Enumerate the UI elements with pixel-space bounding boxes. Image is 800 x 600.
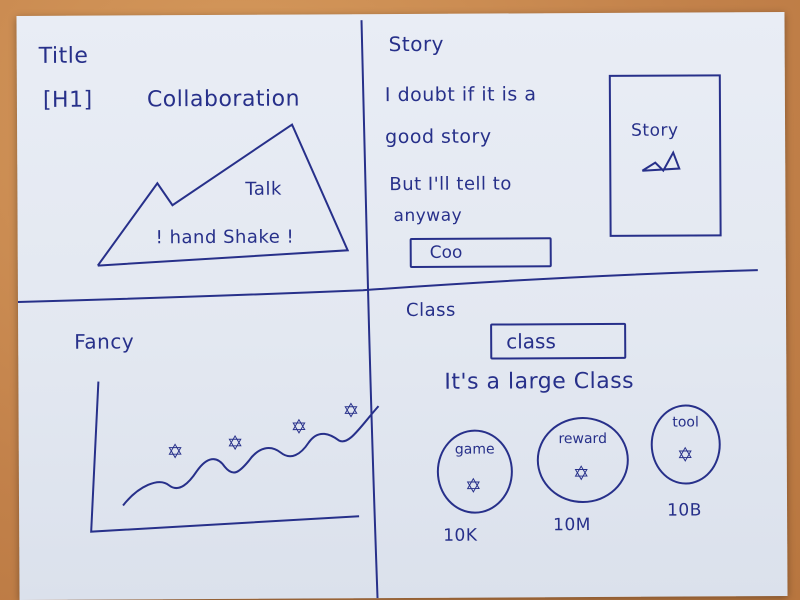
story-image-placeholder: Story — [608, 74, 722, 237]
star-of-david-icon: ✡ — [676, 442, 694, 467]
class-item-value: 10B — [667, 500, 702, 521]
class-item-value: 10K — [443, 525, 478, 546]
fancy-chart-axes — [90, 381, 360, 533]
story-panel-heading: Story — [388, 31, 445, 57]
class-item-game[interactable]: game ✡ — [436, 429, 514, 514]
class-item-tool[interactable]: tool ✡ — [650, 404, 721, 485]
class-button-label: class — [506, 329, 556, 354]
wireframe-sheet: Title [H1] Collaboration Talk ! hand Sha… — [16, 11, 788, 600]
star-of-david-icon: ✡ — [226, 430, 244, 455]
star-of-david-icon: ✡ — [290, 414, 308, 439]
star-of-david-icon: ✡ — [464, 473, 482, 498]
class-panel-heading: Class — [405, 299, 456, 321]
story-coo-button-label: Coo — [429, 242, 463, 263]
horizontal-divider — [17, 269, 758, 304]
class-subtitle: It's a large Class — [444, 368, 635, 395]
class-item-reward[interactable]: reward ✡ — [536, 416, 630, 504]
class-item-label: tool — [672, 414, 699, 431]
story-text-line-2: good story — [385, 125, 492, 149]
title-panel-heading: Title — [38, 43, 89, 69]
h1-tag: [H1] — [42, 87, 93, 113]
h1-collaboration-text: Collaboration — [146, 86, 301, 113]
talk-label: Talk — [245, 178, 282, 200]
star-of-david-icon: ✡ — [342, 398, 360, 423]
class-item-label: game — [454, 441, 495, 458]
fancy-panel-heading: Fancy — [74, 329, 135, 354]
class-item-value: 10M — [553, 515, 592, 536]
class-button[interactable]: class — [490, 322, 627, 360]
handshake-label: ! hand Shake ! — [155, 226, 295, 249]
class-item-label: reward — [558, 430, 607, 448]
star-of-david-icon: ✡ — [572, 461, 590, 486]
story-coo-button[interactable]: Coo — [409, 237, 552, 268]
fancy-chart-line — [122, 405, 380, 507]
story-image-label: Story — [631, 120, 679, 141]
star-of-david-icon: ✡ — [166, 439, 184, 464]
story-text-line-1: I doubt if it is a — [384, 83, 537, 107]
story-text-line-4: anyway — [393, 205, 463, 227]
story-text-line-3: But I'll tell to — [389, 173, 512, 196]
vertical-divider — [360, 20, 379, 599]
